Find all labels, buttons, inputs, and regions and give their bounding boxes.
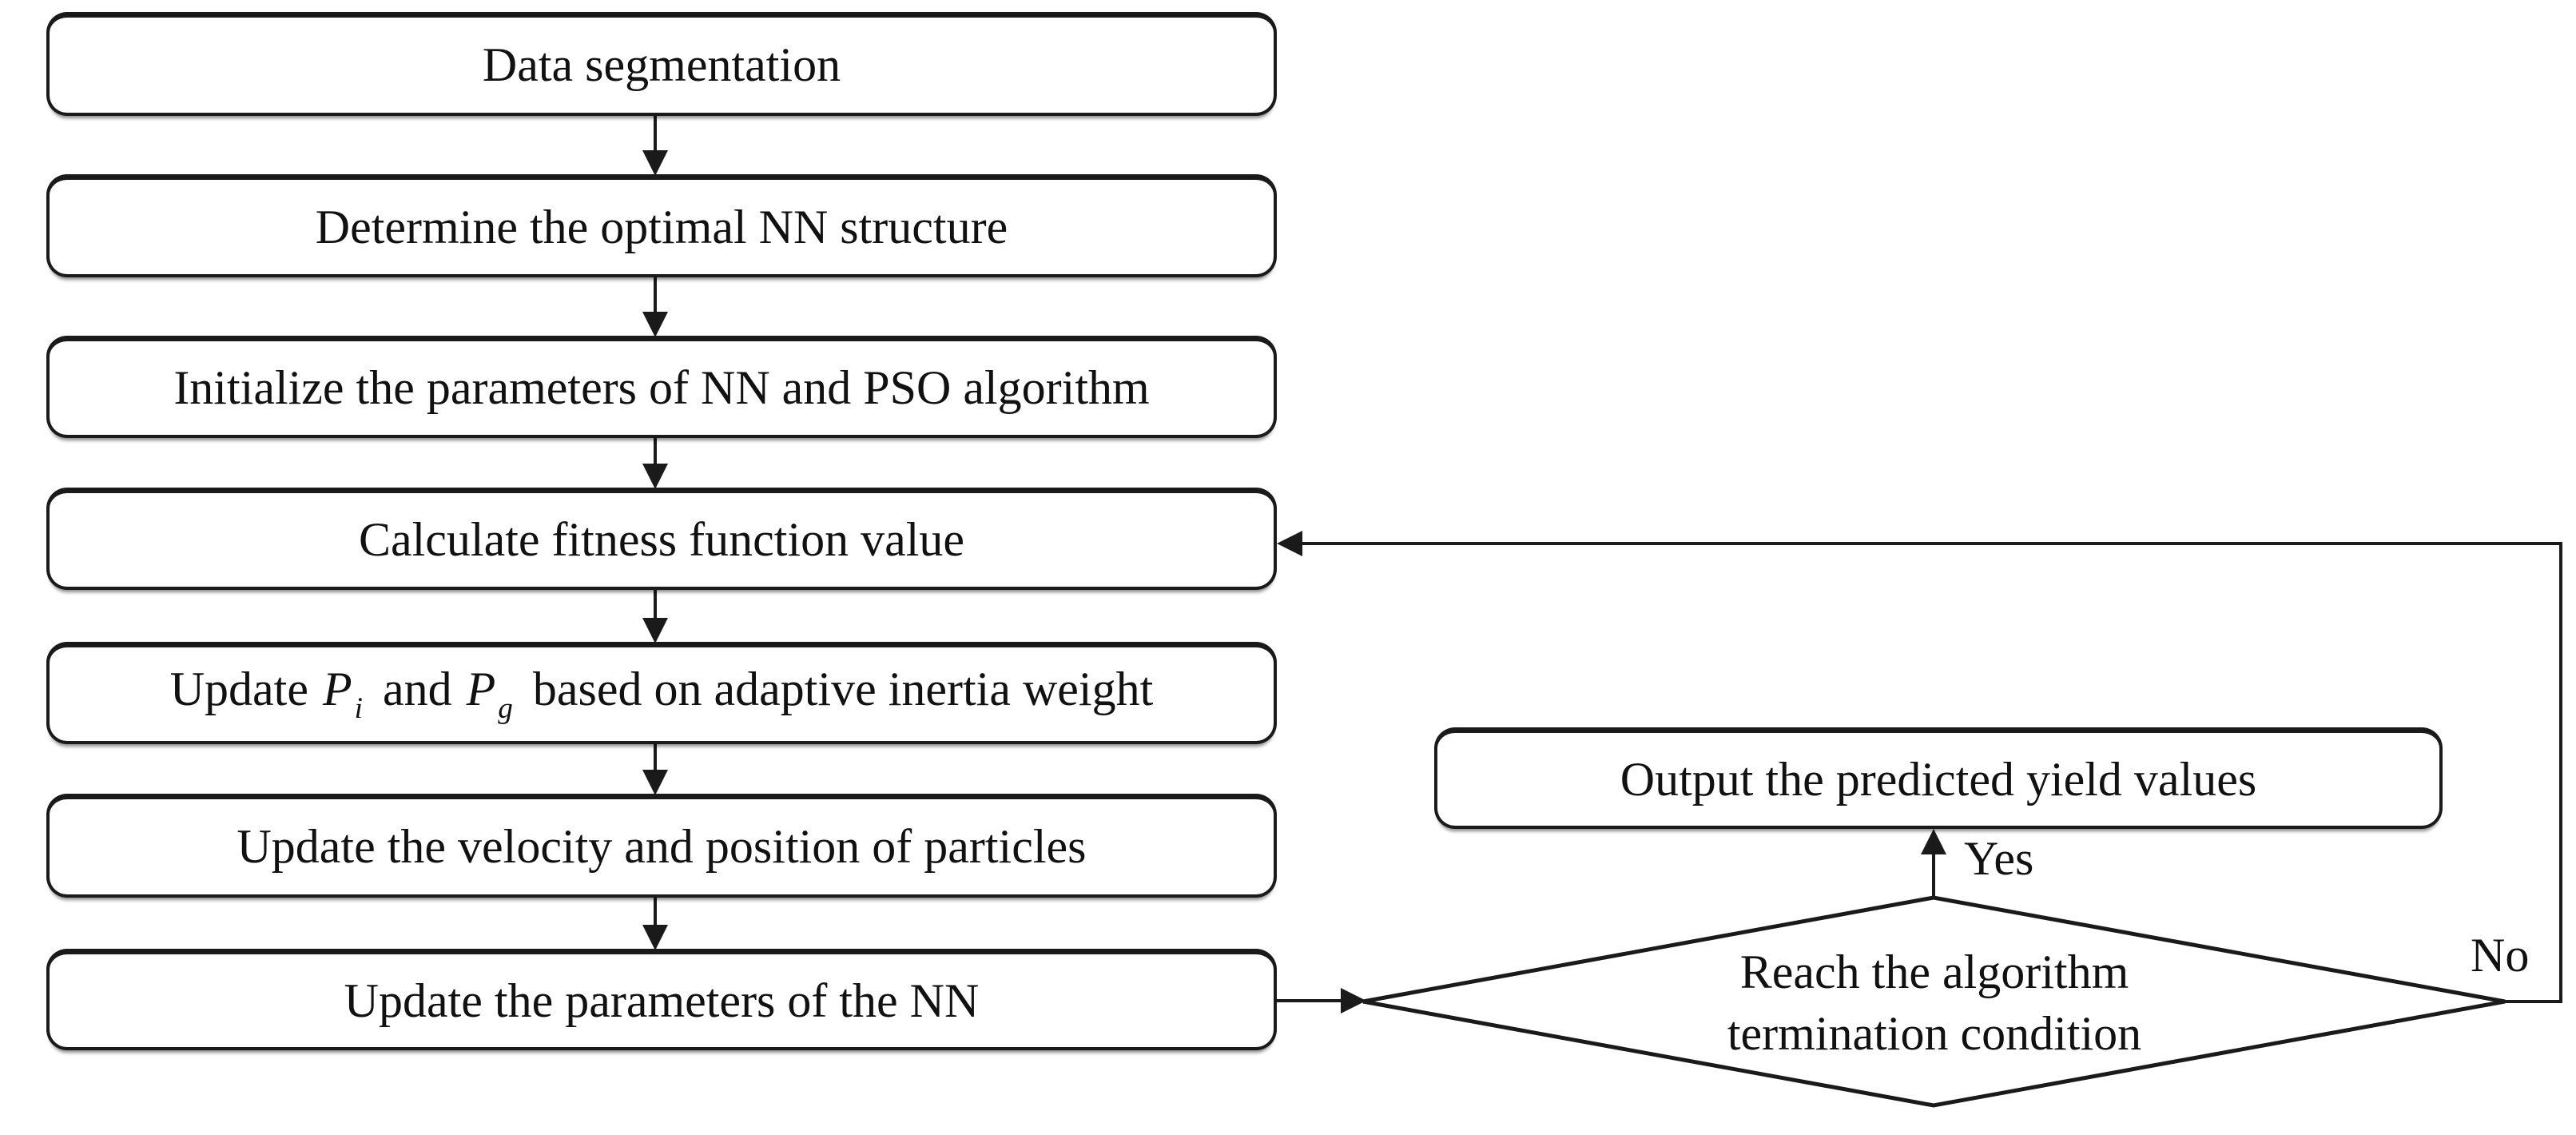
edge-label-no: No <box>2471 929 2530 982</box>
step-label: Update Pi and Pg based on adaptive inert… <box>169 662 1154 726</box>
output-label: Output the predicted yield values <box>1620 752 2257 806</box>
decision-line2: termination condition <box>1727 1007 2142 1060</box>
step-label: Calculate fitness function value <box>358 513 965 566</box>
arrowhead-up-output <box>1921 829 1946 854</box>
arrowhead-down-3 <box>642 464 668 489</box>
decision-diamond-shape <box>1362 895 2506 1108</box>
step-box-data-segmentation: Data segmentation <box>46 12 1277 116</box>
arrowhead-left-feedback <box>1277 531 1302 556</box>
step-box-initialize-parameters: Initialize the parameters of NN and PSO … <box>46 336 1277 438</box>
step-box-determine-nn-structure: Determine the optimal NN structure <box>46 174 1277 277</box>
decision-line1: Reach the algorithm <box>1739 946 2129 999</box>
symbol-p-i: P <box>322 662 352 715</box>
symbol-p-g: P <box>466 662 496 715</box>
step-box-calculate-fitness: Calculate fitness function value <box>46 488 1277 590</box>
step-label: Determine the optimal NN structure <box>315 200 1008 253</box>
step-box-update-velocity-position: Update the velocity and position of part… <box>46 794 1277 898</box>
arrowhead-down-6 <box>642 925 668 950</box>
step-box-update-pbest-gbest: Update Pi and Pg based on adaptive inert… <box>46 642 1277 744</box>
step-label: Initialize the parameters of NN and PSO … <box>173 361 1150 414</box>
arrowhead-down-2 <box>642 312 668 337</box>
step-box-update-nn-parameters: Update the parameters of the NN <box>46 949 1277 1050</box>
step-label: Data segmentation <box>482 38 841 91</box>
subscript-i: i <box>354 692 363 726</box>
step-label: Update the velocity and position of part… <box>237 820 1087 873</box>
output-box-predicted-yield: Output the predicted yield values <box>1434 727 2443 829</box>
arrowhead-right-decision <box>1341 988 1366 1014</box>
decision-termination-condition: Reach the algorithm termination conditio… <box>1403 918 2466 1089</box>
subscript-g: g <box>498 692 513 726</box>
arrowhead-down-5 <box>642 770 668 795</box>
feedback-no-path <box>1298 542 2562 1003</box>
step-label: Update the parameters of the NN <box>344 974 980 1027</box>
arrowhead-down-1 <box>642 150 668 176</box>
edge-label-yes: Yes <box>1964 832 2034 885</box>
arrowhead-down-4 <box>642 618 668 643</box>
